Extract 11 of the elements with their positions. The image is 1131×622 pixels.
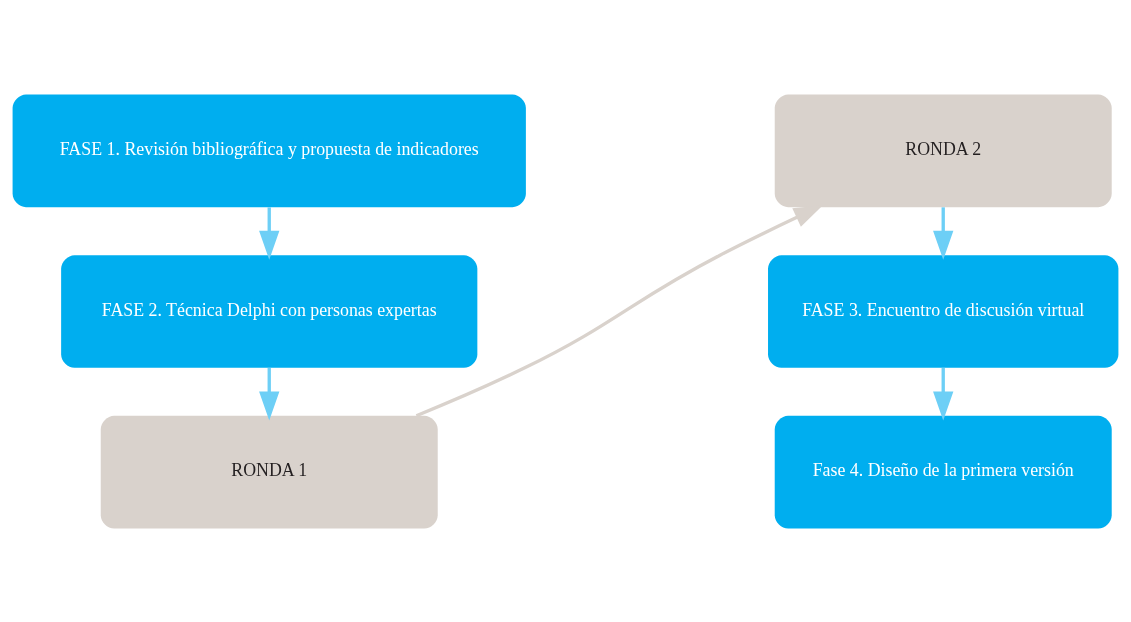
arrow — [259, 206, 280, 260]
arrow — [933, 206, 954, 260]
node-box: Fase 4. Diseño de la primera versión — [774, 415, 1112, 529]
node-box: RONDA 1 — [100, 415, 438, 529]
arrow — [415, 204, 823, 417]
node-box: RONDA 2 — [774, 93, 1112, 207]
node-box: FASE 3. Encuentro de discusión virtual — [768, 254, 1119, 368]
arrow — [259, 367, 280, 420]
arrow — [933, 367, 954, 420]
node-box: FASE 2. Técnica Delphi con personas expertas — [61, 254, 478, 368]
node-box: FASE 1. Revisión bibliográfica y propuesta de indicadores — [12, 93, 526, 207]
